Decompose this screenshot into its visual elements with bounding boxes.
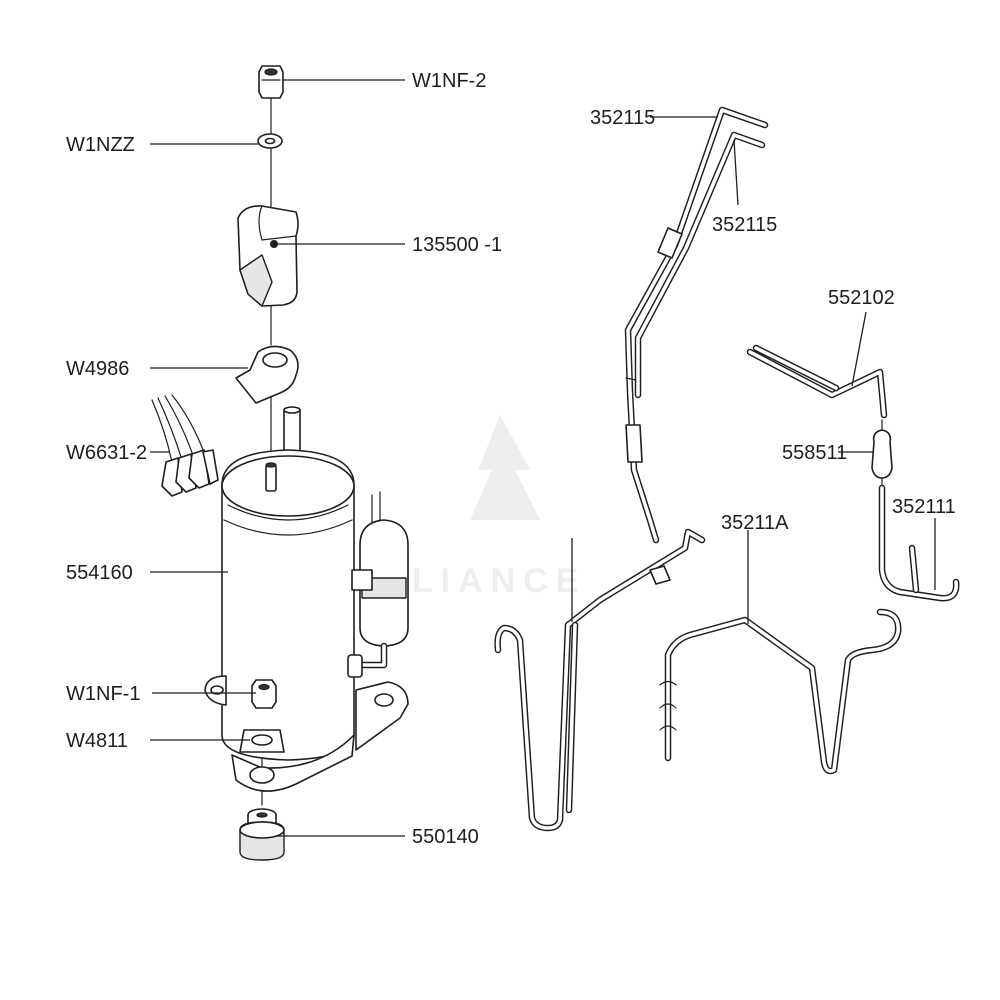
compressor	[221, 449, 355, 761]
callout-w1nzz: W1NZZ	[66, 134, 135, 156]
discharge-pipe	[659, 608, 902, 775]
callout-labels: W1NF-2 W1NZZ 135500 -1 W4986 W6631-2 554…	[66, 70, 956, 848]
mounting-base	[204, 675, 409, 792]
accumulator	[347, 491, 409, 678]
rubber-foot	[239, 808, 285, 861]
washer-top	[257, 133, 283, 149]
nut-bottom	[251, 679, 277, 709]
callout-552102: 552102	[828, 287, 895, 309]
callout-558511: 558511	[782, 442, 847, 464]
callout-352115-bottom: 352115	[712, 214, 777, 236]
callout-135500-1: 135500 -1	[412, 234, 502, 256]
piping-assembly	[494, 106, 960, 832]
leader-lines	[150, 79, 936, 837]
callout-35211a: 35211A	[721, 512, 789, 534]
suction-pipe	[494, 528, 706, 832]
terminal-cover	[237, 205, 299, 307]
callout-554160: 554160	[66, 562, 133, 584]
capillary-tube-assembly	[624, 106, 769, 544]
compressor-assembly	[151, 65, 409, 861]
strainer	[871, 419, 893, 487]
wire-harness	[151, 394, 219, 497]
callout-w4986: W4986	[66, 358, 129, 380]
gasket	[235, 345, 299, 404]
bent-tube	[746, 344, 888, 419]
watermark-logo	[470, 415, 540, 520]
callout-w1nf-2: W1NF-2	[412, 70, 486, 92]
nut-top	[258, 65, 284, 99]
callout-w4811: W4811	[66, 730, 128, 752]
callout-w6631-2: W6631-2	[66, 442, 147, 464]
callout-352111: 352111	[892, 496, 956, 518]
callout-352115-top: 352115	[590, 107, 655, 129]
callout-w1nf-1: W1NF-1	[66, 683, 140, 705]
sleeve-washer	[239, 729, 285, 753]
callout-550140: 550140	[412, 826, 479, 848]
small-tube	[878, 484, 960, 602]
